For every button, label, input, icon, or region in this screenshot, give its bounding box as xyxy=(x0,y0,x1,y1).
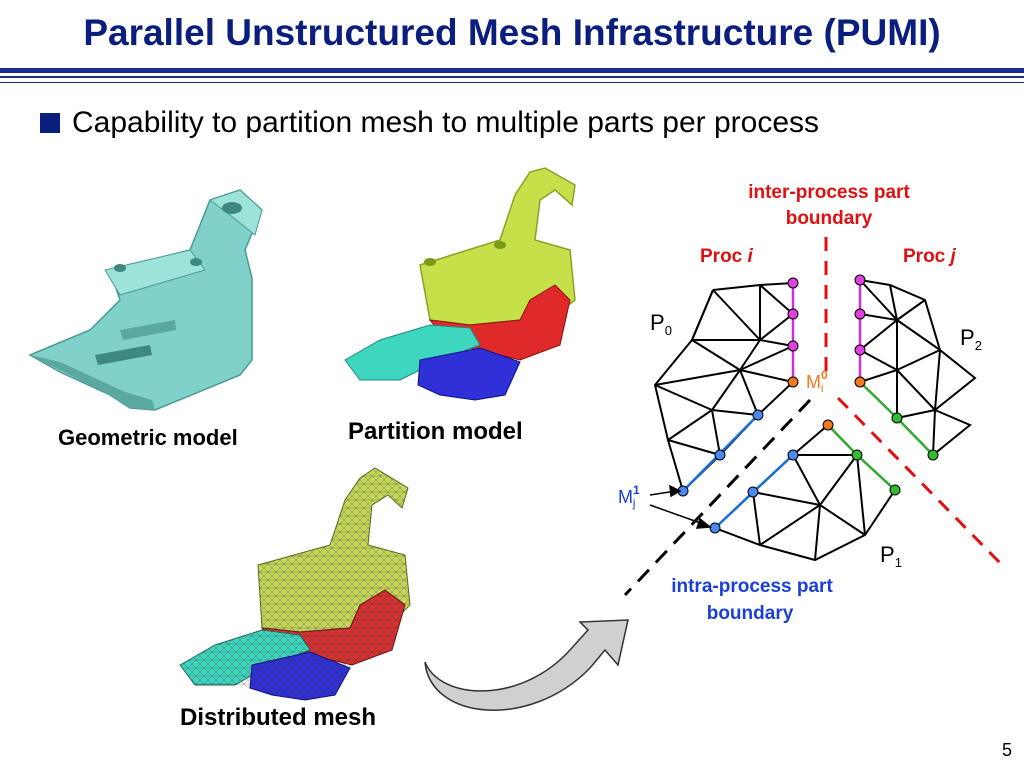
mesh-p1 xyxy=(713,424,897,562)
title-rule xyxy=(0,68,1024,73)
proc-i-label: Proc i xyxy=(700,246,754,267)
partition-model-caption: Partition model xyxy=(348,418,523,445)
p2-label: P2 xyxy=(960,325,982,353)
bullet-item: Capability to partition mesh to multiple… xyxy=(40,106,819,140)
curved-arrow xyxy=(424,619,629,711)
intra-process-boundary-dashes xyxy=(623,398,812,597)
inter-process-label-line2: boundary xyxy=(786,208,873,229)
intra-process-label-line1: intra-process part xyxy=(671,576,833,597)
mj-pointer-arrows xyxy=(649,484,712,529)
proc-j-edges xyxy=(827,381,934,491)
title-rule-thin2 xyxy=(0,82,1024,83)
intra-process-label-line2: boundary xyxy=(707,603,794,624)
geometric-model-caption: Geometric model xyxy=(58,425,238,450)
page-number: 5 xyxy=(1001,740,1012,760)
title-rule-thin xyxy=(0,76,1024,78)
inter-process-label-line1: inter-process part xyxy=(748,182,910,203)
square-bullet-icon xyxy=(40,113,60,133)
geometric-model-image xyxy=(28,189,263,411)
mesh-p0 xyxy=(653,281,794,493)
proc-j-label: Proc j xyxy=(903,246,957,267)
distributed-mesh-caption: Distributed mesh xyxy=(180,704,377,731)
p1-label: P1 xyxy=(880,542,902,570)
proc-i-edges xyxy=(791,280,862,382)
inter-process-boundary xyxy=(824,237,1007,570)
p0-label: P0 xyxy=(650,310,672,338)
distributed-mesh-image xyxy=(179,467,411,701)
slide-title: Parallel Unstructured Mesh Infrastructur… xyxy=(83,12,941,53)
bullet-text: Capability to partition mesh to multiple… xyxy=(72,106,820,139)
boundary-vertices xyxy=(677,274,939,534)
intra-blue-edges xyxy=(682,414,794,529)
mesh-p2 xyxy=(859,279,977,457)
partition-model-image xyxy=(344,167,576,401)
